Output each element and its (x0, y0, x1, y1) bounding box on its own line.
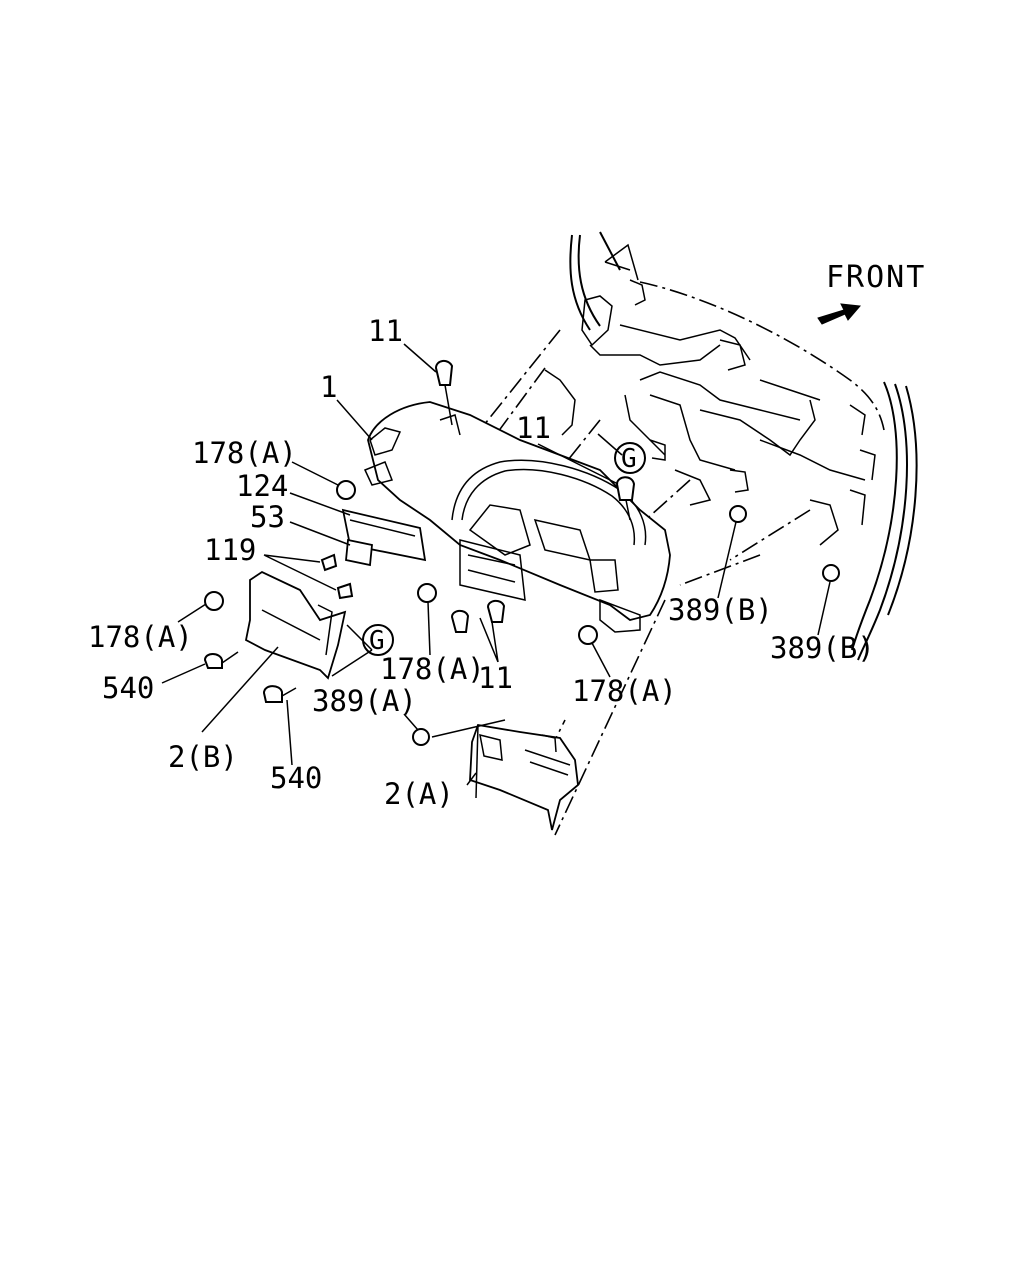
reinforcement-bracket (341, 508, 427, 567)
side-cover-2b (244, 570, 347, 680)
callout-178a-1: 178(A) (192, 436, 297, 470)
callout-178a-2: 178(A) (88, 620, 193, 654)
front-arrow (817, 303, 861, 325)
front-direction-label: FRONT (826, 260, 926, 295)
reference-marker-g-left-text: G (369, 626, 385, 656)
callout-124: 124 (236, 469, 288, 503)
callout-389b-2: 389(B) (770, 631, 875, 665)
callout-389a: 389(A) (312, 684, 417, 718)
callout-540-1: 540 (102, 671, 154, 705)
body-outline (569, 231, 918, 661)
callout-1: 1 (320, 370, 337, 404)
callout-389b-1: 389(B) (668, 593, 773, 627)
callout-11-mid: 11 (516, 411, 551, 445)
callout-540-2: 540 (270, 761, 322, 795)
reference-marker-g-left: G (362, 624, 394, 656)
callout-11-top: 11 (368, 314, 403, 348)
leader-lines (161, 243, 831, 786)
callout-178a-4: 178(A) (572, 674, 677, 708)
callout-11-bottom: 11 (478, 661, 513, 695)
callout-119: 119 (204, 533, 256, 567)
callout-178a-3: 178(A) (380, 652, 485, 686)
callout-53: 53 (250, 500, 285, 534)
lower-cover-2a (469, 723, 579, 831)
reference-marker-g-right-text: G (621, 444, 637, 474)
fasteners (203, 360, 840, 746)
instrument-panel (363, 401, 671, 633)
callout-2a: 2(A) (384, 777, 454, 811)
reference-marker-g-right: G (614, 442, 646, 474)
callout-2b: 2(B) (168, 740, 238, 774)
